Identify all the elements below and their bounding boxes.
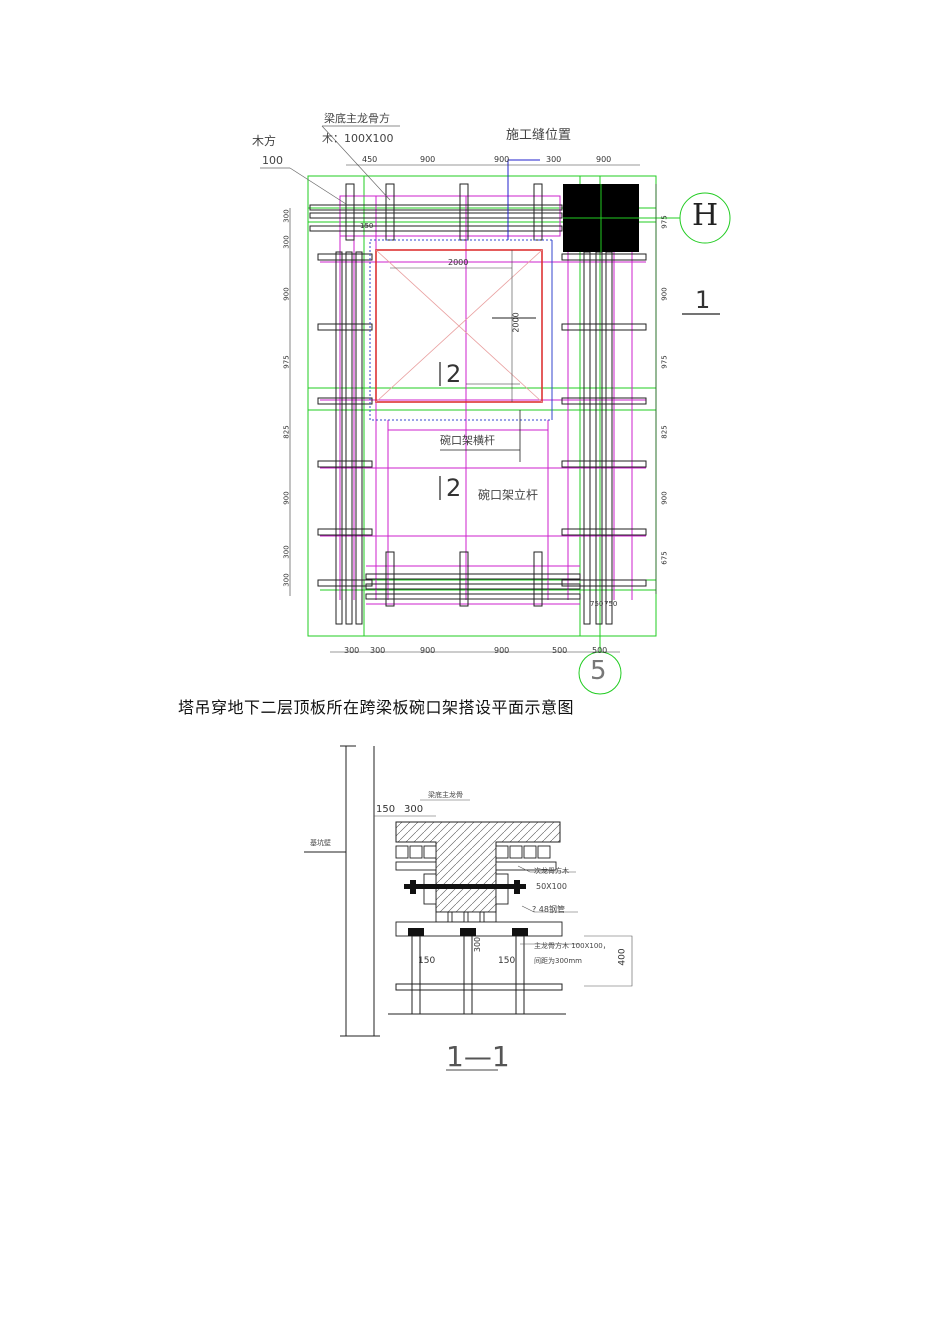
bottom-dim: 900 [494,646,510,655]
steel-pipe [404,880,526,894]
top-dim: 900 [596,155,612,164]
left-dim: 300 [282,545,291,559]
section-mark-2b: 2 [446,474,462,502]
figure-caption: 塔吊穿地下二层顶板所在跨梁板碗口架搭设平面示意图 [178,698,575,717]
right-dim: 675 [660,551,669,565]
left-dim: 900 [282,287,291,301]
leader-lines [260,125,400,205]
right-dim: 975 [660,355,669,369]
opening-width-dim: 2000 [448,258,469,267]
dimension-lines [289,164,657,653]
dim-400: 400 [617,948,628,966]
crane-opening [375,249,543,403]
right-dim: 825 [660,425,669,439]
label-horizontal-bar: 碗口架横杆 [440,434,495,447]
label-left-wood-size: 100 [262,154,283,167]
grid-bubble-H [639,192,731,244]
label-secondary-size: 50X100 [536,882,567,891]
top-dim: 900 [494,155,510,164]
top-dim: 450 [362,155,378,164]
label-top-beam-size: 木：100X100 [322,132,394,145]
right-dim: 900 [660,491,669,505]
timber-blocks [395,845,563,937]
pit-wall [304,745,380,1037]
bottom-dim: 500 [592,646,608,655]
label-pipe: ? 48钢管 [532,905,565,914]
small-dim: 150 [360,222,374,230]
label-vertical-bar: 碗口架立杆 [478,488,539,502]
top-dim: 900 [420,155,436,164]
right-dim: 900 [660,287,669,301]
grid-label-H: H [692,198,719,233]
small-dim: 750 [604,600,618,608]
construction-joint-boundary [369,239,553,421]
crane-column [563,184,639,252]
label-joint: 施工缝位置 [506,128,572,143]
bottom-dim: 500 [552,646,568,655]
magenta-scaffold [320,195,646,605]
left-dim: 975 [282,355,291,369]
label-top-beam: 梁底主龙骨方 [324,112,390,125]
joint-leader [507,159,540,240]
top-dim: 300 [546,155,562,164]
label-main-spacing: 间距为300mm [534,957,582,965]
left-dim: 900 [282,491,291,505]
dim-mid-300: 300 [473,936,483,953]
label-secondary: 次龙骨方木 [534,867,569,875]
horizontal-beams [309,204,647,600]
opening-height-dim: 2000 [511,312,521,333]
post-caps [408,928,528,936]
dim-300-top: 300 [404,804,424,815]
label-left-wood: 木方 [252,134,277,148]
left-dim: 300 [282,209,291,223]
left-dim: 825 [282,425,291,439]
plan-drawing [260,125,731,695]
bottom-dim: 900 [420,646,436,655]
label-main: 主龙骨方木 100X100， [534,942,610,950]
section-title: 1—1 [446,1040,510,1073]
left-dim: 300 [282,573,291,587]
dim-mid-150: 150 [498,956,516,966]
small-dim: 750 [590,600,604,608]
section-mark-1: 1 [695,286,711,314]
section-cut-markers [439,313,720,500]
left-dim: 300 [282,235,291,249]
bottom-dim: 300 [344,646,360,655]
dim-150-top: 150 [376,804,396,815]
section-mark-2a: 2 [446,360,462,388]
label-section-top: 梁底主龙骨 [428,791,463,799]
bottom-dim: 300 [370,646,386,655]
grid-label-5: 5 [590,656,607,686]
right-dim: 975 [660,215,669,229]
dim-left-150: 150 [418,956,436,966]
label-wall: 基坑壁 [310,839,331,847]
